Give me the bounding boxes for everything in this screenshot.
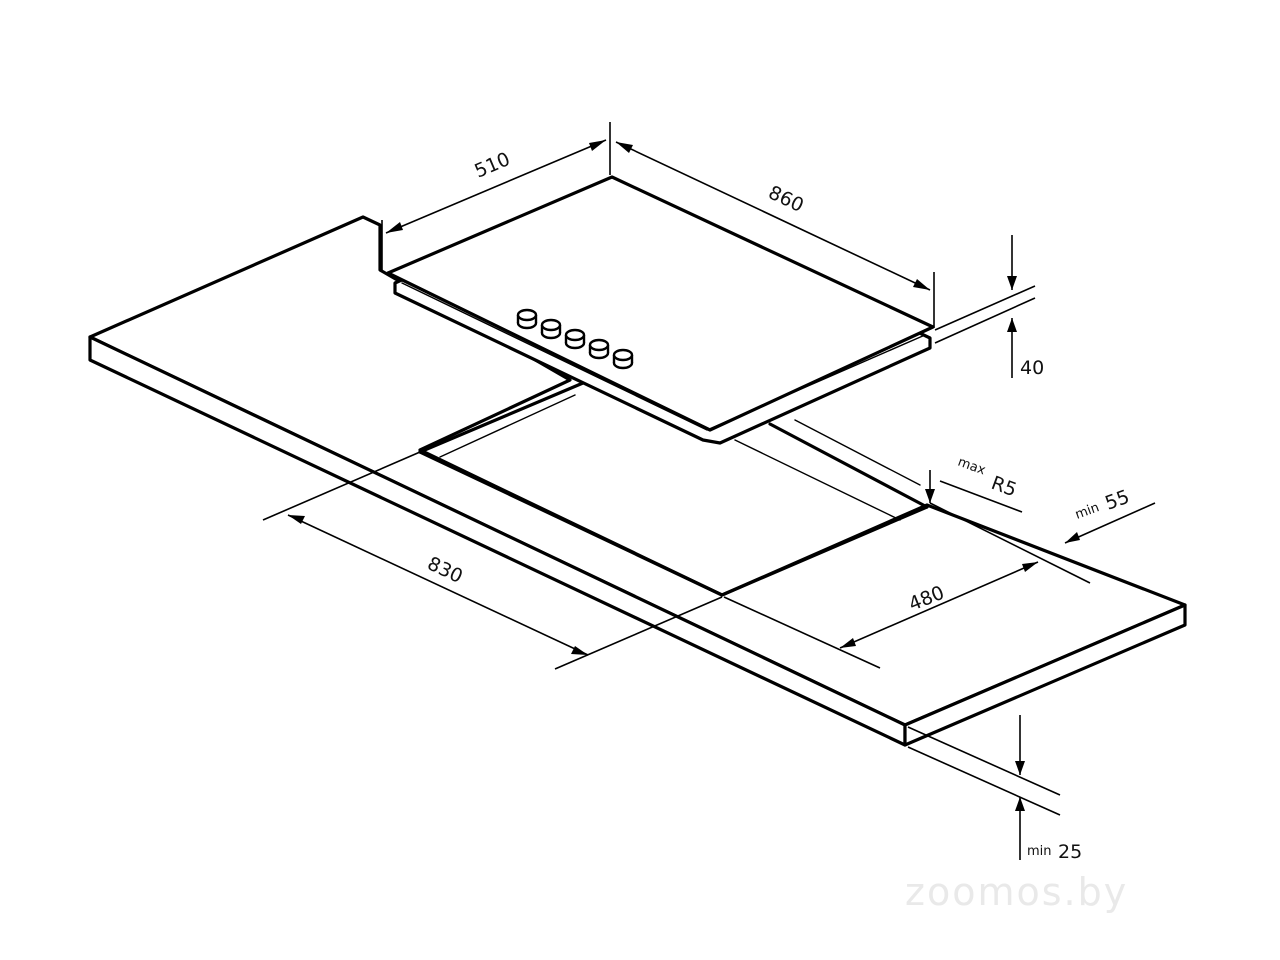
min-edge-prefix: min [1073, 500, 1101, 522]
hob-depth-label: 510 [471, 148, 513, 182]
dimension-hob-height: 40 [934, 235, 1044, 379]
max-radius-label: R5 [988, 472, 1019, 501]
cutout-left-edge [418, 450, 724, 597]
cutout-width-label: 830 [424, 553, 466, 588]
hob [386, 175, 935, 445]
hob-width-label: 860 [765, 182, 807, 217]
min-edge-label: 55 [1102, 486, 1132, 515]
control-knob [612, 348, 634, 370]
control-knob [564, 328, 586, 350]
min-worktop-label: 25 [1058, 841, 1082, 863]
dimension-min-worktop: min 25 [907, 715, 1082, 863]
min-worktop-prefix: min [1027, 844, 1052, 859]
cutout-inner-wall-left [439, 394, 576, 458]
control-knob [588, 338, 610, 360]
max-radius-prefix: max [956, 455, 988, 479]
dimension-max-radius: max R5 [925, 455, 1023, 513]
cutout-inner-wall-right [794, 419, 921, 486]
cutout [418, 381, 929, 597]
hob-glass-edge [401, 282, 926, 431]
cutout-right-edge [768, 422, 929, 509]
control-knob [540, 318, 562, 340]
hob-height-label: 40 [1020, 357, 1044, 379]
watermark: zoomos.by [905, 870, 1128, 914]
control-knob [516, 308, 538, 330]
cutout-front-edge [720, 505, 929, 597]
dimension-hob-width: 860 [615, 141, 935, 328]
hob-knob-row [516, 308, 634, 370]
hob-top-surface [386, 175, 935, 432]
cutout-back-edge [418, 381, 585, 454]
cutout-gap-line [734, 439, 901, 521]
worktop [88, 215, 1187, 747]
worktop-side-edge [903, 603, 1187, 747]
